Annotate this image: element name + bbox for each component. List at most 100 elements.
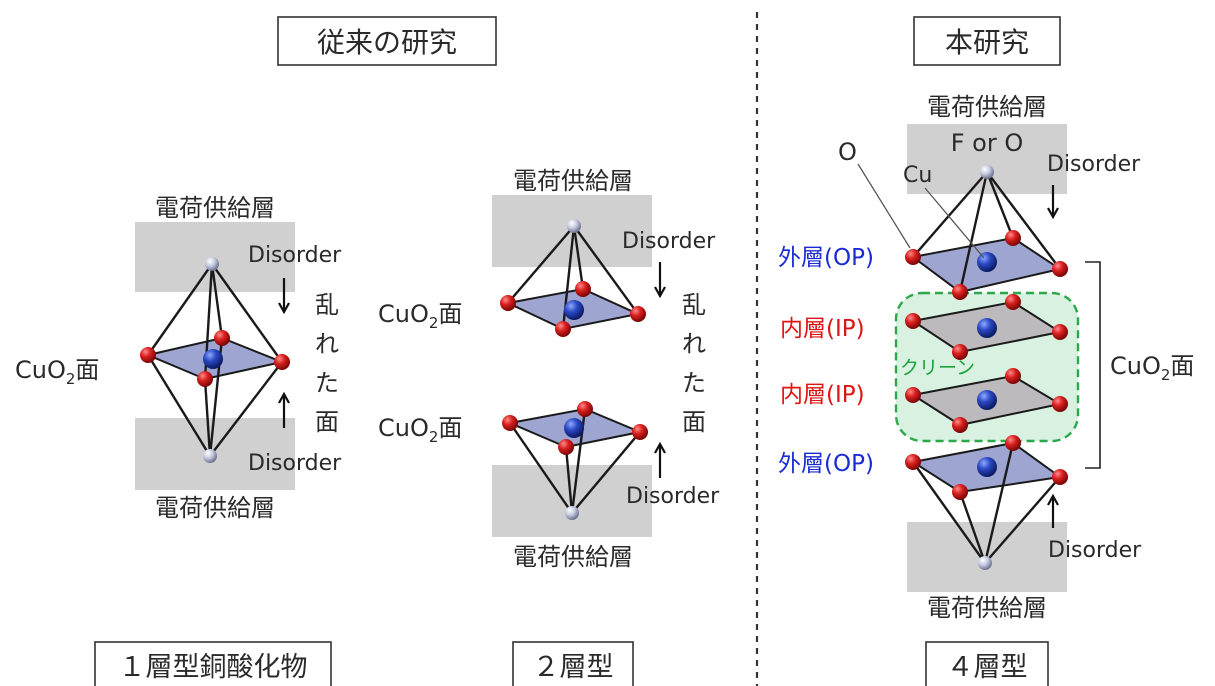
disorder-label-top: Disorder: [1047, 152, 1141, 177]
oxygen-atom: [140, 347, 156, 363]
oxygen-atom: [905, 313, 921, 329]
disordered-plane-char: 乱: [682, 291, 706, 319]
footer-single-layer: １層型銅酸化物: [119, 652, 308, 683]
oxygen-atom: [952, 344, 968, 360]
clean-label: クリーン: [900, 357, 975, 379]
oxygen-atom: [214, 330, 230, 346]
double-layer-structure: 電荷供給層 電荷供給層 CuO2面 CuO2面 Disorder: [378, 167, 720, 571]
disordered-plane-char: れ: [315, 330, 339, 358]
pyramid-edges-lower: [509, 408, 641, 514]
single-layer-structure: 電荷供給層 電荷供給層 CuO2面 Disorder Disorder 乱 れ …: [15, 194, 342, 522]
disordered-plane-char: 面: [682, 408, 706, 436]
arrow-down-head: [654, 286, 666, 299]
copper-atom: [564, 418, 584, 438]
oxygen-atom: [952, 284, 968, 300]
charge-layer-label-bottom: 電荷供給層: [927, 594, 1047, 622]
f-or-o-label: F or O: [951, 129, 1024, 157]
disordered-plane-char: た: [682, 369, 706, 397]
oxygen-atom-label: O: [838, 138, 857, 166]
footer-single-layer-box: １層型銅酸化物: [94, 641, 332, 686]
footer-four-layer: ４層型: [947, 652, 1028, 683]
charge-layer-block-top: [907, 124, 1067, 194]
inner-layer-label-2: 内層(IP): [780, 382, 865, 408]
outer-layer-label-bottom: 外層(OP): [778, 451, 874, 477]
footer-double-layer-box: ２層型: [512, 641, 634, 686]
copper-atom: [977, 457, 997, 477]
apical-atom-bottom: [565, 506, 579, 520]
apical-atom-bottom: [203, 449, 217, 463]
copper-atom-label: Cu: [903, 163, 932, 188]
disorder-label-top: Disorder: [622, 229, 716, 254]
arrow-up-head: [278, 391, 290, 404]
header-conventional-box: 従来の研究: [277, 16, 497, 66]
apical-atom-top: [567, 219, 581, 233]
disordered-plane-char: 面: [315, 408, 339, 436]
outer-layer-label-top: 外層(OP): [778, 245, 874, 271]
header-this-study-box: 本研究: [913, 16, 1061, 66]
apical-atom-bottom: [978, 556, 992, 570]
copper-atom: [977, 390, 997, 410]
header-this-study: 本研究: [945, 26, 1029, 59]
cuo2-plane-label: CuO2面: [15, 356, 99, 388]
cuo2-plane-label: CuO2面: [1110, 352, 1194, 384]
oxygen-atom: [1052, 324, 1068, 340]
pyramid-edges-bottom: [912, 442, 1061, 564]
oxygen-atom: [1052, 469, 1068, 485]
cuo2-bracket: [1085, 261, 1101, 469]
charge-layer-label-top: 電荷供給層: [155, 194, 275, 222]
oxygen-atom: [1005, 368, 1021, 384]
disordered-plane-char: た: [315, 369, 339, 397]
footer-double-layer: ２層型: [533, 652, 614, 683]
oxygen-atom: [905, 454, 921, 470]
copper-pointer-line: [924, 187, 985, 259]
oxygen-atom: [952, 484, 968, 500]
arrow-up-head: [654, 441, 666, 454]
oxygen-atom: [577, 401, 593, 417]
oxygen-atom: [575, 281, 591, 297]
oxygen-atom: [1052, 396, 1068, 412]
charge-layer-label-top: 電荷供給層: [927, 93, 1047, 121]
oxygen-atom: [1005, 294, 1021, 310]
disordered-plane-char: れ: [682, 330, 706, 358]
apical-atom-top: [980, 165, 994, 179]
arrow-up-head: [1047, 493, 1059, 506]
oxygen-atom: [1052, 261, 1068, 277]
charge-layer-label-bottom: 電荷供給層: [155, 494, 275, 522]
disordered-plane-char: 乱: [315, 291, 339, 319]
charge-layer-label-bottom: 電荷供給層: [513, 543, 633, 571]
oxygen-atom: [1005, 435, 1021, 451]
oxygen-atom: [555, 321, 571, 337]
copper-atom: [977, 318, 997, 338]
charge-layer-label-top: 電荷供給層: [513, 167, 633, 195]
inner-layer-label-1: 内層(IP): [780, 316, 865, 342]
apical-atom-top: [205, 257, 219, 271]
disorder-label-bottom: Disorder: [1048, 538, 1142, 563]
header-conventional: 従来の研究: [317, 26, 457, 59]
oxygen-pointer-line: [857, 163, 911, 249]
oxygen-atom: [558, 439, 574, 455]
cuo2-plane-label-lower: CuO2面: [378, 414, 462, 446]
oxygen-atom: [905, 387, 921, 403]
oxygen-atom: [632, 424, 648, 440]
pyramid-edges-top: [912, 171, 1061, 293]
oxygen-atom: [500, 295, 516, 311]
disorder-label-bottom: Disorder: [248, 451, 342, 476]
four-layer-structure: 電荷供給層 電荷供給層 F or O: [778, 93, 1194, 622]
oxygen-atom: [1005, 230, 1021, 246]
cuo2-plane-label-upper: CuO2面: [378, 300, 462, 332]
oxygen-atom: [952, 417, 968, 433]
copper-atom: [977, 252, 997, 272]
copper-atom: [203, 349, 223, 369]
oxygen-atom: [274, 354, 290, 370]
oxygen-atom: [197, 371, 213, 387]
disorder-label-bottom: Disorder: [626, 484, 720, 509]
copper-atom: [564, 300, 584, 320]
disorder-label-top: Disorder: [248, 243, 342, 268]
oxygen-atom: [502, 415, 518, 431]
arrow-down-head: [1047, 207, 1059, 220]
arrow-down-head: [278, 302, 290, 315]
oxygen-atom: [630, 306, 646, 322]
footer-four-layer-box: ４層型: [925, 641, 1049, 686]
oxygen-atom: [905, 249, 921, 265]
